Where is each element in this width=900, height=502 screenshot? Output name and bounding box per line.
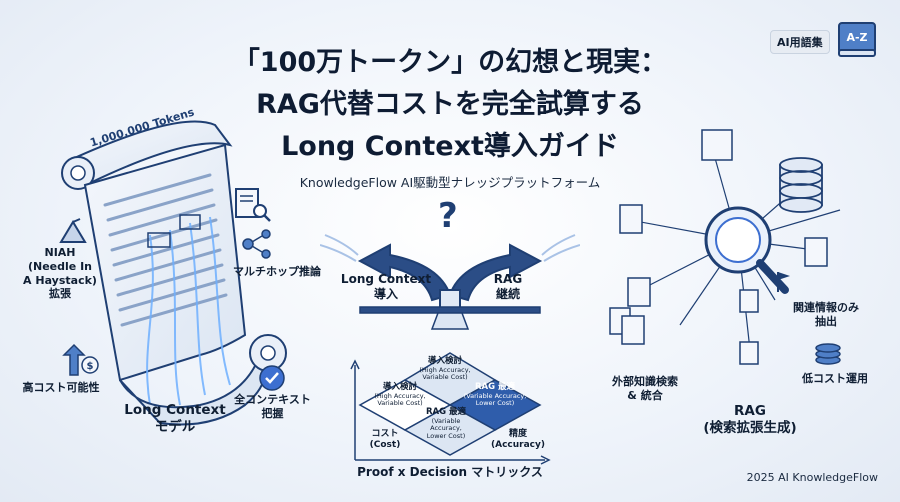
long-context-choice: Long Context 導入 xyxy=(340,272,432,301)
matrix-bottom-label: RAG 最適 xyxy=(425,407,467,417)
browser-doc-icon xyxy=(701,129,733,161)
document-search-icon xyxy=(235,188,271,222)
matrix-left-sub: (High Accuracy, Variable Cost) xyxy=(374,391,426,408)
arrow-right-icon xyxy=(448,243,543,302)
title-line-1: 「100万トークン」の幻想と現実： xyxy=(232,47,668,78)
multihop-label: マルチホップ推論 xyxy=(233,265,321,278)
subtitle: KnowledgeFlow AI駆動型ナレッジプラットフォーム xyxy=(299,175,601,190)
decision-matrix xyxy=(350,352,551,465)
extract-label: 関連情報のみ 抽出 xyxy=(793,301,859,328)
low-cost-label: 低コスト運用 xyxy=(802,372,868,385)
flag-icon xyxy=(777,272,790,292)
arrow-left-icon xyxy=(357,243,452,302)
cost-up-icon: $ xyxy=(62,343,99,376)
network-icon xyxy=(242,229,271,259)
niah-label: NIAH (Needle In A Haystack) 拡張 xyxy=(23,246,97,301)
high-cost-label: 高コスト可能性 xyxy=(22,381,100,394)
full-context-label: 全コンテキスト 把握 xyxy=(234,393,311,420)
rag-cluster-illustration xyxy=(609,129,841,365)
axis-cost-label: コスト (Cost) xyxy=(369,429,401,451)
matrix-left-label: 導入検討 xyxy=(382,382,417,392)
matrix-right-label: RAG 最適 xyxy=(474,382,516,392)
scroll-illustration xyxy=(61,120,287,426)
book-icon: A-Z xyxy=(838,22,876,57)
matrix-top-sub: (High Accuracy, Variable Cost) xyxy=(419,365,471,382)
coins-icon xyxy=(815,343,841,365)
search-integrate-label: 外部知識検索 & 統合 xyxy=(612,375,678,402)
matrix-top-cell: 導入検討 (High Accuracy, Variable Cost) xyxy=(415,356,475,382)
svg-text:$: $ xyxy=(87,361,94,372)
matrix-right-cell: RAG 最適 (Variable Accuracy, Lower Cost) xyxy=(462,382,528,408)
question-mark: ? xyxy=(438,196,458,236)
rag-model-label: RAG (検索拡張生成) xyxy=(703,403,797,436)
title-line-3: Long Context導入ガイド xyxy=(281,131,619,162)
matrix-top-label: 導入検討 xyxy=(427,356,462,366)
check-circle-icon xyxy=(259,365,285,391)
matrix-left-cell: 導入検討 (High Accuracy, Variable Cost) xyxy=(368,382,432,408)
book-icon-text: A-Z xyxy=(846,31,867,44)
footer-credit: 2025 AI KnowledgeFlow xyxy=(746,471,878,484)
long-context-model-label: Long Context モデル xyxy=(124,402,226,435)
rag-choice: RAG 継続 xyxy=(493,272,523,301)
crossroads-illustration xyxy=(320,234,580,330)
title-line-2: RAG代替コストを完全試算する xyxy=(256,89,644,120)
database-icon xyxy=(779,157,823,213)
glossary-badge: AI用語集 xyxy=(770,30,830,54)
matrix-right-sub: (Variable Accuracy, Lower Cost) xyxy=(463,391,527,408)
matrix-caption: Proof x Decision マトリックス xyxy=(357,465,543,479)
haystack-icon xyxy=(59,218,87,243)
matrix-bottom-cell: RAG 最適 (Variable Accuracy, Lower Cost) xyxy=(415,407,477,440)
axis-accuracy-label: 精度 (Accuracy) xyxy=(491,429,545,451)
matrix-bottom-sub: (Variable Accuracy, Lower Cost) xyxy=(426,416,466,440)
